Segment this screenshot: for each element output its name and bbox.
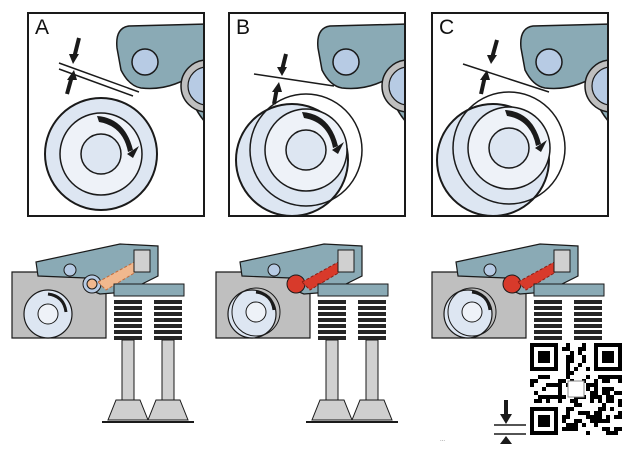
qr-code-icon [530,343,622,435]
panel-a: A [27,12,205,217]
valve-bridge [533,283,605,297]
valve-spring-right [358,298,386,340]
arrow-pair-icon [65,37,81,95]
panel-b-drawing [235,23,404,215]
panel-a-drawing [44,23,203,211]
valve-spring-right [154,298,182,340]
valve-head-left [311,399,353,421]
panel-c: C [431,12,609,217]
panel-c-drawing [436,23,607,215]
rocker-roller [131,48,159,76]
clearance-marker [492,398,532,444]
arrow-pair-icon [272,53,288,105]
panel-b-label: B [236,16,251,39]
rocker-roller [332,48,360,76]
valve-head-left [107,399,149,421]
valve-head-right [147,399,189,421]
rotation-arrow-icon [97,116,133,152]
valve-head-right [351,399,393,421]
rocker-roller [535,48,563,76]
valve-spring-right [574,298,602,340]
valvetrain-b [212,232,402,442]
valve-bridge [317,283,389,297]
valve-spring-left [114,298,142,340]
panel-c-label: C [439,16,455,39]
valvetrain-c [428,232,618,442]
arrow-pair-icon [479,39,499,95]
valve-bridge [113,283,185,297]
caption-fragment: ... [440,437,446,443]
valve-stem-left [121,339,135,401]
panel-a-label: A [35,16,50,39]
valve-stem-right [365,339,379,401]
valve-stem-right [161,339,175,401]
valve-spring-left [534,298,562,340]
valve-spring-left [318,298,346,340]
rotation-arrow-icon [302,112,338,148]
valve-stem-left [325,339,339,401]
panel-b: B [228,12,406,217]
rotation-arrow-icon [505,110,541,146]
valvetrain-a [8,232,198,442]
